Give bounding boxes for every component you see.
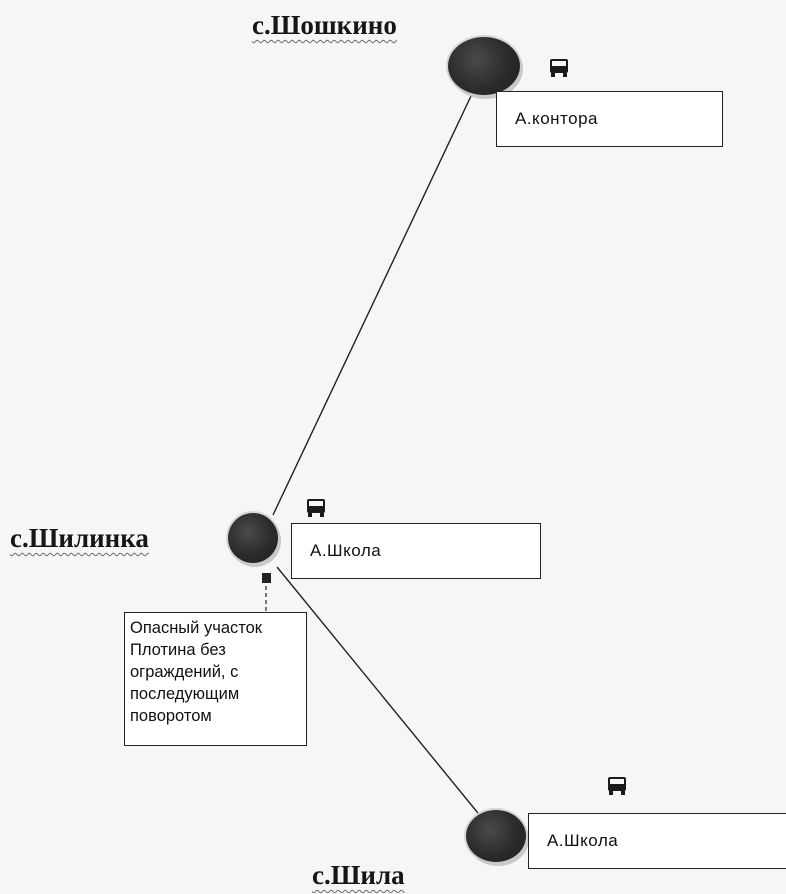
bus-icon: [608, 777, 626, 795]
stop-node-shoshkino[interactable]: [448, 37, 520, 95]
stop-name-shila: А.Школа: [547, 831, 619, 850]
hazard-marker[interactable]: [262, 573, 271, 583]
village-label-shilinka: с.Шилинка: [10, 523, 149, 553]
hazard-note: Опасный участок Плотина без ограждений, …: [124, 612, 307, 746]
road-shoshkino-shilinka: [272, 95, 472, 516]
stop-label-shoshkino: А.контора: [496, 91, 723, 147]
stop-label-shila: А.Школа: [528, 813, 786, 869]
village-label-shila: с.Шила: [312, 860, 405, 890]
stop-node-shila[interactable]: [466, 810, 526, 862]
stop-name-shoshkino: А.контора: [515, 109, 598, 128]
stop-label-shilinka: А.Школа: [291, 523, 541, 579]
village-label-shoshkino: с.Шошкино: [252, 10, 397, 40]
bus-icon: [550, 59, 568, 77]
bus-icon: [307, 499, 325, 517]
stop-name-shilinka: А.Школа: [310, 541, 382, 560]
road-shilinka-shila: [276, 566, 483, 819]
stop-node-shilinka[interactable]: [228, 513, 278, 563]
